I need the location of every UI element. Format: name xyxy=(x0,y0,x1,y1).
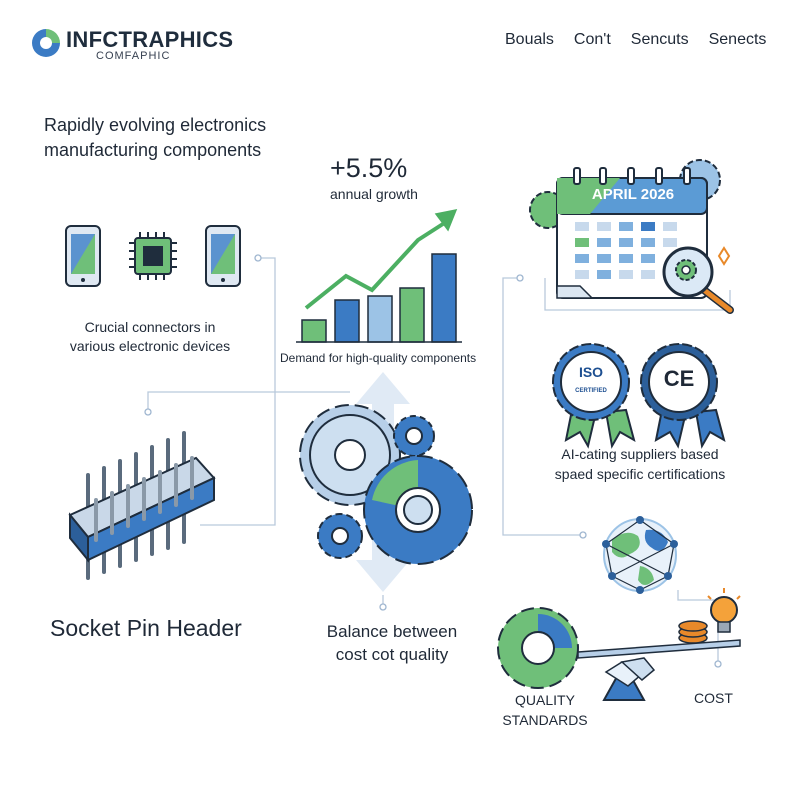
handshake-icon xyxy=(604,657,656,687)
intro-line: manufacturing components xyxy=(44,140,262,160)
connectors-caption: Crucial connectors in various electronic… xyxy=(40,318,260,356)
caption-line: STANDARDS xyxy=(502,712,588,728)
iso-label: ISO xyxy=(578,364,604,380)
lightbulb-icon xyxy=(707,588,741,633)
quality-gear-icon xyxy=(497,607,579,689)
cost-label: COST xyxy=(694,690,733,706)
caption-line: AI-cating suppliers based xyxy=(561,446,719,462)
phone-left-icon xyxy=(65,225,101,287)
brand-subtitle: COMFAPHIC xyxy=(96,50,171,62)
intro-heading: Rapidly evolving electronics manufacturi… xyxy=(44,113,266,163)
logo-icon xyxy=(32,29,60,57)
phone-right-icon xyxy=(205,225,241,287)
gear-main-icon xyxy=(363,455,473,565)
ce-label: CE xyxy=(663,366,695,391)
caption-line: various electronic devices xyxy=(69,338,231,354)
iso-sublabel: CERTIFIED xyxy=(575,388,607,394)
chip-icon xyxy=(129,232,177,280)
nav-item-cont[interactable]: Con't xyxy=(573,31,611,48)
caption-line: Crucial connectors in xyxy=(84,319,216,335)
ce-badge-icon xyxy=(640,343,726,449)
iso-badge-icon xyxy=(552,343,636,449)
sparkle-icon xyxy=(717,246,731,266)
brand-title: INFCTRAPHICS xyxy=(66,27,234,52)
socket-pin-header-icon xyxy=(68,431,216,580)
product-title: Socket Pin Header xyxy=(50,615,242,641)
caption-line: cost cot quality xyxy=(335,645,449,664)
caption-line: Balance between xyxy=(326,622,458,641)
growth-value: +5.5% xyxy=(330,153,408,183)
caption-line: spaed specific certifications xyxy=(554,466,726,482)
nav-item-bouals[interactable]: Bouals xyxy=(505,31,554,48)
growth-chart-icon xyxy=(296,208,462,343)
balance-caption: Balance between cost cot quality xyxy=(312,620,472,666)
top-nav: Bouals Con't Sencuts Senects xyxy=(505,31,766,49)
magnifier-icon xyxy=(662,246,734,314)
calendar-label: APRIL 2026 xyxy=(591,186,675,203)
gear-tiny-icon xyxy=(317,513,363,559)
globe-network-icon xyxy=(602,516,678,594)
certifications-caption: AI-cating suppliers based spaed specific… xyxy=(540,444,740,484)
demand-caption: Demand for high-quality components xyxy=(280,351,477,365)
nav-item-senects[interactable]: Senects xyxy=(708,31,767,48)
coins-icon xyxy=(678,620,708,644)
intro-line: Rapidly evolving electronics xyxy=(44,115,267,135)
connector-lines xyxy=(147,257,731,664)
gear-small-icon xyxy=(393,415,435,457)
caption-line: QUALITY xyxy=(515,692,575,708)
growth-label: annual growth xyxy=(330,186,418,202)
quality-label: QUALITY STANDARDS xyxy=(500,690,590,730)
nav-item-sencuts[interactable]: Sencuts xyxy=(630,31,689,48)
